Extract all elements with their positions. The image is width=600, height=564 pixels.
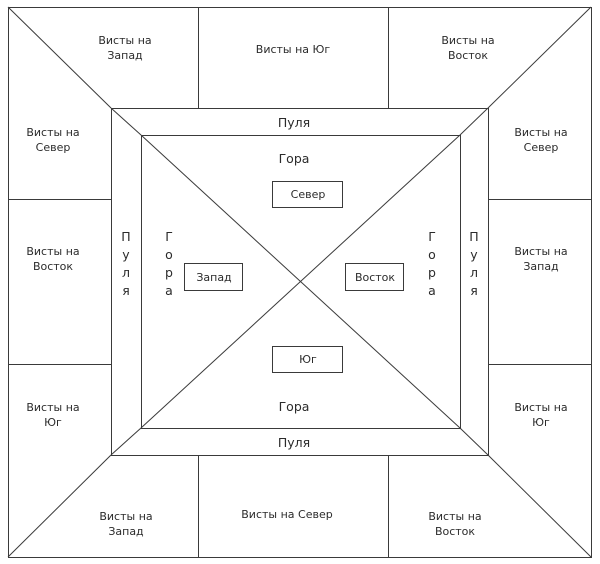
player-south-label: Юг — [299, 353, 317, 366]
pulya-top: Пуля — [278, 115, 310, 130]
connector-top-right — [459, 107, 489, 136]
pulya-bottom: Пуля — [278, 435, 310, 450]
gora-frame — [141, 135, 461, 429]
connector-top-left — [110, 107, 142, 136]
pulya-frame — [111, 108, 489, 456]
connector-bottom-left — [110, 427, 142, 456]
player-east-box — [345, 263, 404, 291]
connector-bottom-right — [459, 427, 489, 456]
cell-top-middle: Висты на Юг — [256, 43, 331, 56]
gora-bottom: Гора — [279, 399, 310, 414]
outer-frame — [8, 7, 592, 558]
inner-diagonal-2 — [140, 134, 461, 429]
player-west-label: Запад — [196, 271, 232, 284]
player-north-label: Север — [291, 188, 326, 201]
player-east-label: Восток — [355, 271, 395, 284]
player-south-box — [272, 346, 343, 373]
gora-top: Гора — [279, 151, 310, 166]
diagonal-top-right — [487, 6, 592, 109]
diagonal-bottom-left — [7, 454, 112, 558]
cell-bottom-middle: Висты на Север — [241, 508, 332, 521]
player-west-box — [184, 263, 243, 291]
diagonal-top-left — [7, 6, 112, 109]
player-north-box — [272, 181, 343, 208]
diagonal-bottom-right — [487, 454, 592, 558]
